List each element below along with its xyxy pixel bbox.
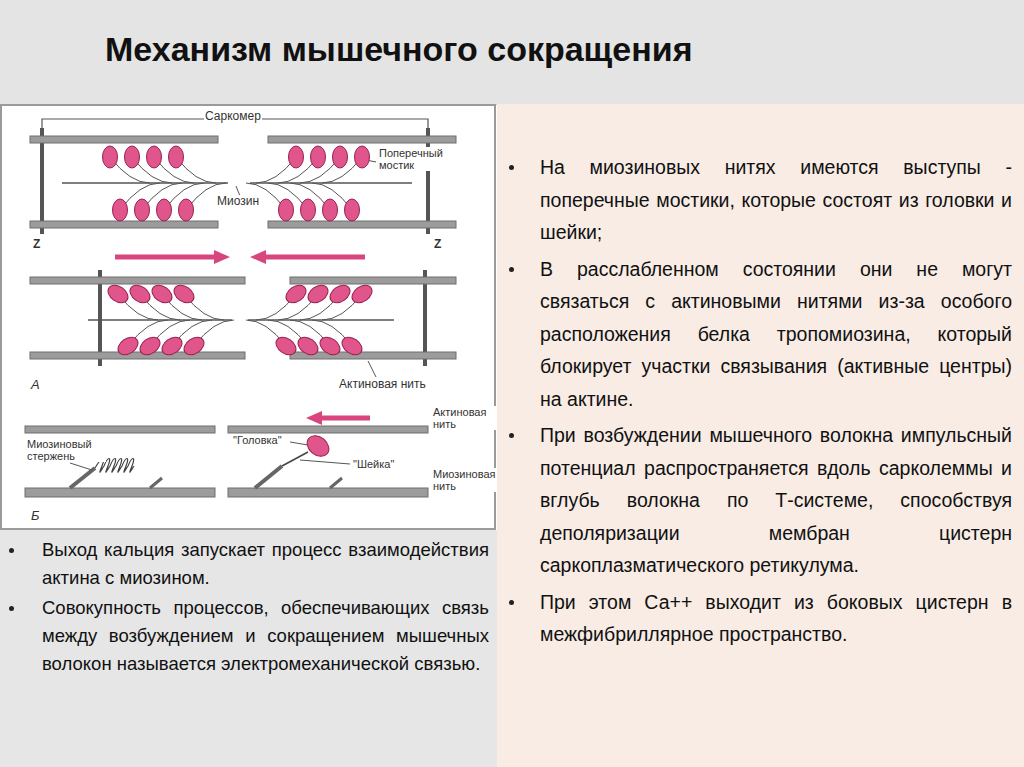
figure-label: Б	[30, 509, 40, 523]
text-panel: Выход кальция запускает процесс взаимоде…	[0, 530, 497, 767]
neck-base	[70, 468, 95, 488]
bullet-text: Выход кальция запускает процесс взаимоде…	[42, 536, 489, 592]
myosin-head	[345, 199, 360, 221]
bullet-dot	[509, 433, 514, 438]
actin-filament	[30, 277, 245, 284]
movement-arrow	[115, 255, 218, 260]
actin-filament	[30, 136, 218, 143]
text-panel: На миозиновых нитях имеются выступы - по…	[497, 105, 1024, 767]
leader-line	[300, 460, 350, 464]
bullet-text: При возбуждении мышечного волокна импуль…	[540, 419, 1012, 582]
figure-label: Миозиновая нить	[432, 468, 496, 492]
myosin-head	[349, 282, 376, 307]
text-panel-ground	[0, 530, 497, 767]
arrow-head	[250, 250, 266, 264]
myosin-head	[115, 334, 142, 359]
myosin-rod	[228, 488, 428, 497]
z-line	[426, 128, 430, 234]
myosin-head	[169, 146, 184, 168]
myosin-head	[283, 282, 310, 307]
myosin-head	[171, 282, 198, 307]
myosin-head	[279, 199, 294, 221]
actin-filament	[30, 221, 218, 228]
myosin-head	[127, 282, 154, 307]
myosin-head	[355, 146, 370, 168]
figure-label: Поперечный мостик	[378, 147, 454, 171]
myosin-head	[305, 282, 332, 307]
myosin-head	[147, 146, 162, 168]
myosin-head	[323, 199, 338, 221]
myosin-head	[317, 334, 344, 359]
actin-filament	[268, 221, 456, 228]
arrow-head	[306, 411, 322, 425]
leader-line	[368, 361, 376, 377]
figure-label: Актиновая нить	[338, 378, 427, 391]
myosin-head	[149, 282, 176, 307]
bullet-text: В расслабленном состоянии они не могут с…	[540, 253, 1012, 416]
actin-filament	[228, 426, 428, 433]
myosin-head	[273, 334, 300, 359]
rod-branch	[330, 478, 342, 488]
myosin-head	[311, 146, 326, 168]
actin-filament	[25, 426, 215, 433]
neck-base	[255, 466, 282, 488]
slide-title: Механизм мышечного сокращения	[105, 30, 693, 69]
figure-label: А	[30, 378, 41, 392]
actin-filament	[290, 277, 456, 284]
bullet-dot	[9, 606, 14, 611]
figure-label: "Головка"	[232, 434, 283, 446]
z-line	[40, 128, 44, 234]
myosin-head	[303, 431, 333, 460]
sarcomere-figure	[25, 119, 456, 497]
bullet-dot	[509, 165, 514, 170]
figure-label: Z	[433, 238, 442, 251]
figure-label: "Шейка"	[352, 458, 395, 470]
myosin-head	[135, 199, 150, 221]
movement-arrow	[318, 416, 370, 421]
myosin-head	[327, 282, 354, 307]
neck	[282, 452, 308, 466]
myosin-head	[339, 334, 366, 359]
figure-label: Миозин	[216, 195, 260, 208]
myosin-head	[137, 334, 164, 359]
myosin-head	[179, 199, 194, 221]
actin-filament	[30, 352, 245, 359]
figure-label: Миозиновый стержень	[26, 438, 106, 462]
myosin-head	[333, 146, 348, 168]
myosin-head	[125, 146, 140, 168]
myosin-rod	[25, 488, 215, 497]
leader-line	[290, 442, 308, 445]
figure-label: Саркомер	[204, 110, 262, 123]
myosin-head	[157, 199, 172, 221]
bullet-dot	[509, 267, 514, 272]
bullet-text: Совокупность процессов, обеспечивающих с…	[42, 594, 489, 678]
myosin-head	[181, 334, 208, 359]
bullet-dot	[509, 600, 514, 605]
rod-branch	[150, 478, 162, 488]
myosin-head	[295, 334, 322, 359]
myosin-head	[289, 146, 304, 168]
movement-arrow	[262, 255, 365, 260]
figure-label: Актиновая нить	[432, 406, 496, 430]
cross-bridges	[103, 146, 376, 358]
actin-filament	[268, 136, 456, 143]
arrow-head	[214, 250, 230, 264]
bullet-dot	[9, 548, 14, 553]
bullet-text: При этом Са++ выходит из боковых цистерн…	[540, 586, 1012, 651]
myosin-head	[105, 282, 132, 307]
figure-frame	[1, 105, 495, 529]
figure-label: Z	[32, 238, 41, 251]
myosin-head	[103, 146, 118, 168]
text-panel-ground	[497, 104, 1024, 767]
myosin-head	[159, 334, 186, 359]
myosin-head	[301, 199, 316, 221]
myosin-head	[113, 199, 128, 221]
bullet-text: На миозиновых нитях имеются выступы - по…	[540, 151, 1012, 249]
leader-line	[70, 463, 92, 470]
